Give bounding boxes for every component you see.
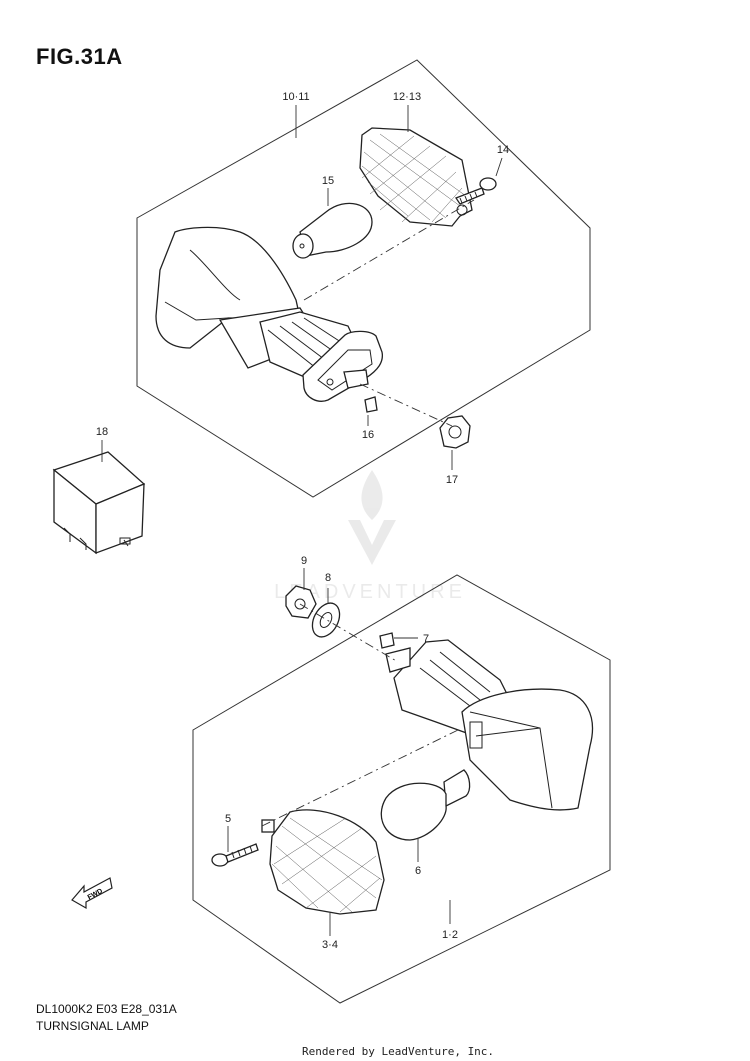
lower-lamp-housing	[385, 639, 594, 811]
callout-14: 14	[497, 144, 509, 156]
upper-lamp-housing	[155, 226, 384, 402]
callout-9: 9	[301, 555, 307, 567]
lower-assembly-frame	[192, 574, 611, 1004]
figure-title: FIG.31A	[36, 44, 123, 69]
callout-15: 15	[322, 175, 334, 187]
cap-7	[379, 632, 395, 649]
figure-code: DL1000K2 E03 E28_031A	[36, 1002, 177, 1016]
callout-16: 16	[362, 429, 374, 441]
callout-3-4: 3·4	[322, 939, 338, 951]
callout-1-2: 1·2	[442, 929, 458, 941]
forward-arrow-icon: FWD	[71, 877, 113, 910]
cap-16	[364, 396, 378, 413]
leadventure-watermark: LEADVENTURE	[274, 470, 466, 603]
callout-6: 6	[415, 865, 421, 877]
upper-lens	[359, 127, 473, 227]
rendered-by-credit: Rendered by LeadVenture, Inc.	[302, 1045, 495, 1058]
callout-7: 7	[423, 633, 429, 645]
callout-17: 17	[446, 474, 458, 486]
bulb-6	[380, 769, 471, 841]
callout-8: 8	[325, 572, 331, 584]
lower-lens	[261, 809, 385, 915]
screw-5	[211, 843, 259, 867]
screw-14	[455, 177, 497, 205]
callout-10-11: 10·11	[282, 91, 309, 103]
callout-12-13: 12·13	[393, 91, 421, 103]
callout-18: 18	[96, 426, 108, 438]
upper-assembly-frame	[136, 59, 591, 498]
bulb-15	[292, 202, 373, 259]
nut-17	[439, 415, 471, 449]
figure-name: TURNSIGNAL LAMP	[36, 1019, 149, 1033]
watermark-text: LEADVENTURE	[274, 581, 466, 603]
callout-5: 5	[225, 813, 231, 825]
relay-18	[52, 451, 146, 555]
